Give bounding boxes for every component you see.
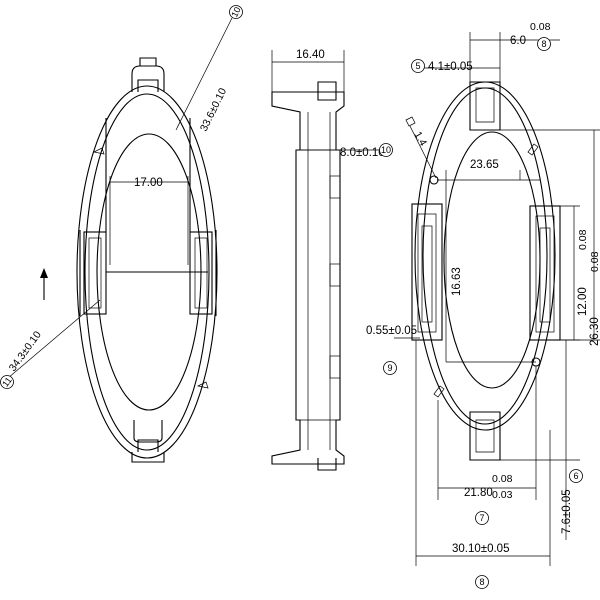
right-dim-218: 21.80 bbox=[464, 487, 493, 499]
right-angle-callout: 1.4 bbox=[411, 130, 429, 149]
right-dim-76: 7.6±0.05 bbox=[561, 489, 573, 534]
left-bottom-tab bbox=[131, 452, 165, 463]
right-dim-2365: 23.65 bbox=[470, 159, 499, 171]
right-top-tab bbox=[469, 81, 501, 131]
right-dim-12-tol: 0.08 bbox=[577, 229, 589, 250]
right-view: 23.65 16.63 6.0 0.08 8 5 4.1±0.05 1.4 12… bbox=[366, 21, 600, 589]
left-callout-bottom: 34.3±0.10 bbox=[7, 329, 44, 374]
right-dim-76-num: 6 bbox=[573, 471, 578, 481]
right-dim-301-num: 8 bbox=[479, 577, 484, 587]
right-bottom-tab bbox=[469, 411, 501, 461]
right-dim-218-tol1: 0.08 bbox=[492, 473, 513, 485]
right-dim-263-tol: 0.08 bbox=[589, 251, 600, 272]
left-pad-left bbox=[83, 231, 107, 315]
middle-view: 16.40 8.0±0.10 10 bbox=[271, 49, 393, 471]
left-inner-ring bbox=[84, 93, 210, 451]
middle-dim-1640: 16.40 bbox=[296, 49, 325, 61]
middle-dim-80-num: 10 bbox=[381, 145, 391, 155]
right-dim-055: 0.55±0.05 bbox=[366, 325, 417, 337]
right-dim-60-num: 8 bbox=[541, 39, 546, 49]
left-top-tab bbox=[131, 65, 165, 92]
left-dim-17: 17.00 bbox=[134, 177, 163, 189]
right-dim-055-num: 9 bbox=[387, 363, 392, 373]
right-dim-41: 4.1±0.05 bbox=[428, 61, 473, 73]
right-dim-218-tol2: 0.03 bbox=[492, 489, 513, 501]
middle-dim-80: 8.0±0.10 bbox=[340, 147, 385, 159]
right-dim-41-num: 5 bbox=[415, 61, 420, 71]
left-callout-top-num: 10 bbox=[229, 5, 242, 18]
right-dim-1663: 16.63 bbox=[451, 267, 463, 296]
left-pad-right bbox=[189, 231, 213, 315]
right-dim-301: 30.10±0.05 bbox=[452, 543, 509, 555]
right-pad-left bbox=[411, 203, 443, 341]
left-outer-ring bbox=[76, 85, 218, 459]
right-dim-60-tol: 0.08 bbox=[530, 21, 551, 33]
right-dim-263: 26.30 bbox=[589, 317, 600, 346]
right-dim-12: 12.00 bbox=[577, 287, 589, 316]
right-dim-60: 6.0 bbox=[510, 35, 526, 47]
right-dim-218-num: 7 bbox=[479, 513, 484, 523]
left-callout-top: 33.6±0.10 bbox=[198, 86, 229, 133]
left-view: 17.00 33.6±0.10 10 34.3±0.10 11 bbox=[0, 5, 243, 463]
